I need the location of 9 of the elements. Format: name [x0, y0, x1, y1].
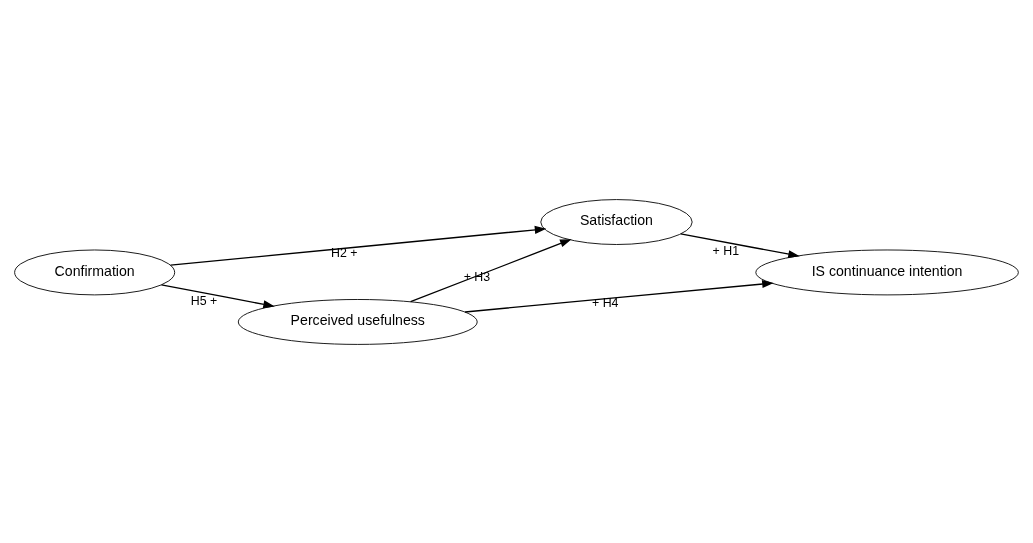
edge-label: + H4 [591, 295, 619, 310]
arrow [409, 238, 572, 302]
edge-label: + H1 [712, 243, 740, 258]
arrow [464, 279, 774, 313]
arrow [160, 283, 275, 308]
arrow [680, 232, 800, 258]
edge-label: H5 + [190, 293, 218, 308]
node-ellipse: Confirmation [14, 249, 176, 295]
arrow [169, 225, 547, 266]
